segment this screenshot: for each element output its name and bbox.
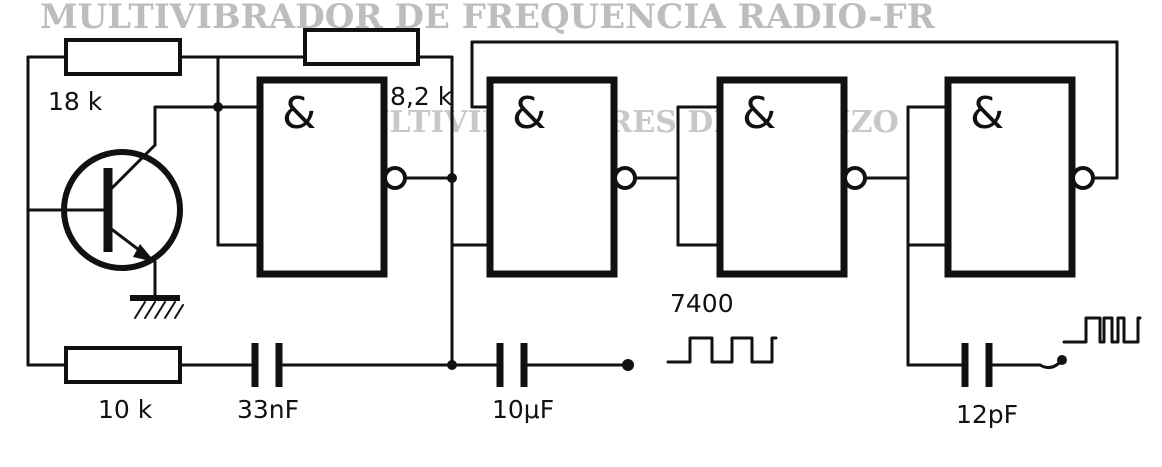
ground-icon [130,260,184,319]
capacitor-33nf [251,343,283,387]
label-10uf: 10μF [492,395,554,424]
resistor-18k [64,38,182,76]
nand-gate-3: & [716,76,867,278]
resistor-10k [64,346,182,384]
high-frequency-wave-icon [1062,316,1142,344]
label-7400: 7400 [670,289,734,318]
label-18k: 18 k [48,87,103,116]
junctions [213,102,1067,371]
wiring [26,40,1119,370]
gate-1-symbol: & [282,88,316,139]
npn-transistor-icon [61,143,183,271]
gate-2-symbol: & [512,88,546,139]
label-12pf: 12pF [956,400,1018,429]
nand-gate-4: & [944,76,1095,278]
label-8k2: 8,2 k [390,82,453,111]
capacitor-10uf [496,343,528,387]
capacitor-12pf [961,343,993,387]
label-10k: 10 k [98,395,153,424]
square-wave-icon [666,336,778,364]
nand-gate-2: & [486,76,637,278]
bleed-through-title: MULTIVIBRADOR DE FREQUENCIA RADIO-FR [40,0,936,37]
resistor-8k2 [303,28,420,66]
gate-3-symbol: & [742,88,776,139]
label-33nf: 33nF [237,395,299,424]
nand-gate-1: & [256,76,407,278]
gate-4-symbol: & [970,88,1004,139]
